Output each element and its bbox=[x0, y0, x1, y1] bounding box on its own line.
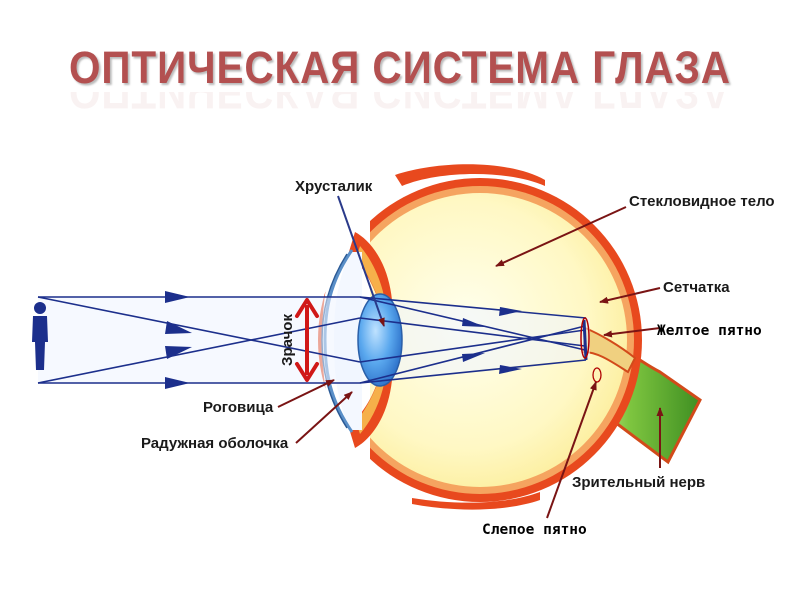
leader-lines bbox=[277, 195, 664, 519]
label-retina: Сетчатка bbox=[663, 279, 730, 296]
label-blind-spot: Слепое пятно bbox=[482, 522, 587, 538]
label-optic-nerve: Зрительный нерв bbox=[572, 474, 705, 491]
retina-image bbox=[580, 317, 590, 361]
blind-spot-marker bbox=[592, 367, 602, 383]
lens bbox=[357, 293, 403, 387]
label-cornea: Роговица bbox=[203, 399, 274, 416]
person-figure bbox=[32, 302, 48, 370]
pupil-label: Зрачок bbox=[279, 314, 296, 366]
label-lens: Хрусталик bbox=[295, 178, 373, 195]
label-macula: Желтое пятно bbox=[657, 323, 762, 339]
label-iris: Радужная оболочка bbox=[141, 435, 289, 452]
diagram-title: ОПТИЧЕСКАЯ СИСТЕМА ГЛАЗА bbox=[69, 42, 731, 93]
nerve-channel bbox=[582, 326, 637, 374]
pupil-arrow bbox=[295, 298, 319, 382]
label-vitreous: Стекловидное тело bbox=[629, 193, 775, 210]
ray-arrowheads bbox=[165, 291, 522, 389]
